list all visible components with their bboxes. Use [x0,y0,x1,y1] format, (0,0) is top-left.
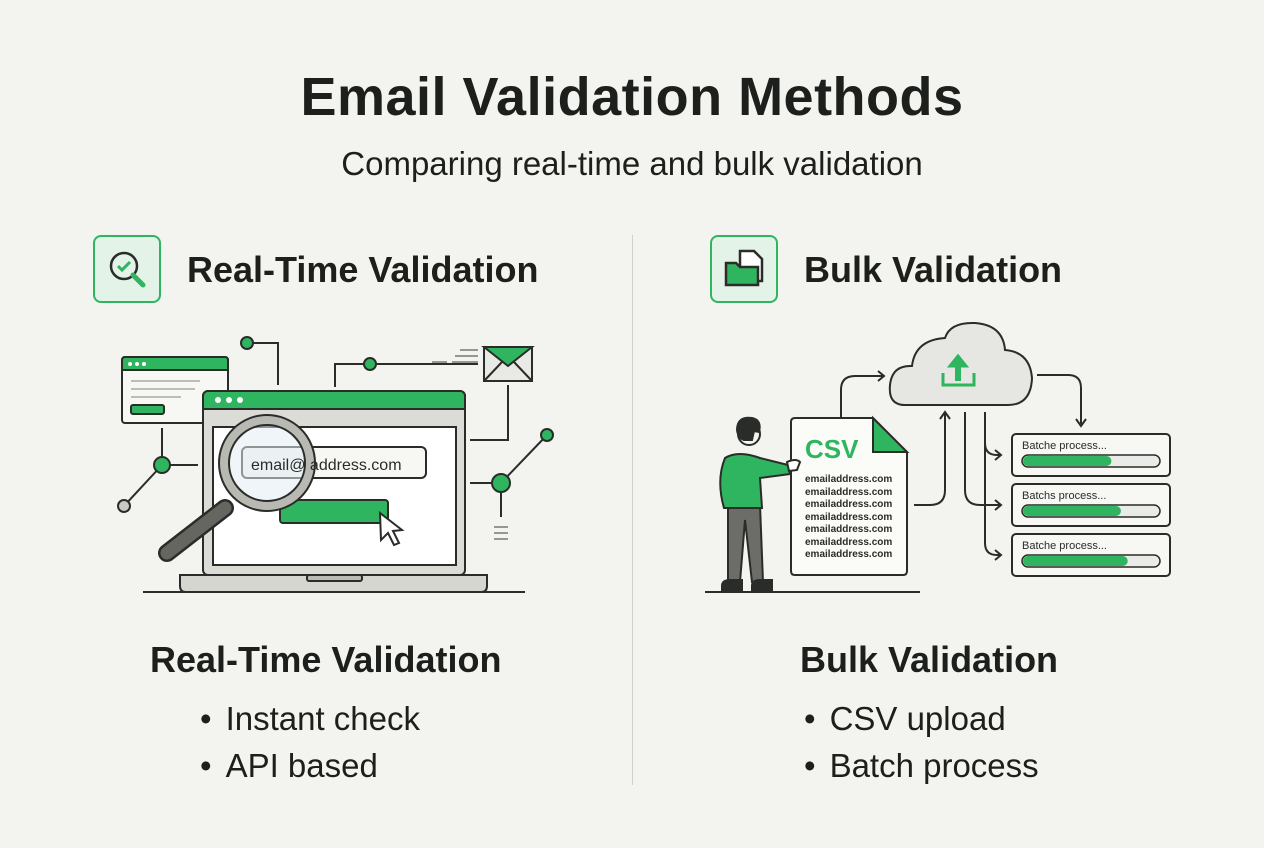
email-row: emailaddress.com [805,487,892,498]
node-icon [240,336,254,350]
laptop [179,390,488,593]
cursor-icon [378,510,405,547]
bulk-heading: Bulk Validation [800,639,1059,680]
email-row: emailaddress.com [805,512,892,523]
email-row: emailaddress.com [805,474,892,485]
csv-document [790,417,908,576]
small-window [121,356,229,424]
submit-button [279,499,389,524]
node-icon [491,473,511,493]
batch-label: Batche process... [1022,440,1107,452]
folder-file-icon [710,235,778,303]
bullet-item: API based [200,742,420,789]
magnifier-check-icon [93,235,161,303]
bullet-item: Batch process [804,742,1039,789]
csv-label: CSV [805,434,859,464]
progress-bar-fill [1023,456,1112,466]
upload-icon [941,353,976,387]
progress-bar-fill [1023,506,1121,516]
batch-label: Batche process... [1022,540,1107,552]
batch-label: Batchs process... [1022,490,1106,502]
node-icon [117,499,131,513]
realtime-heading: Real-Time Validation [150,639,502,680]
node-icon [363,357,377,371]
email-row: emailaddress.com [805,549,892,560]
page-title: Email Validation Methods [300,67,964,127]
progress-bar-fill [1023,556,1128,566]
email-row: emailaddress.com [805,499,892,510]
column-divider [632,235,633,785]
node-icon [153,456,171,474]
bullet-item: Instant check [200,695,420,742]
magnifier-icon [158,414,316,562]
page-subtitle: Comparing real-time and bulk validation [341,145,923,182]
email-row: emailaddress.com [805,537,892,548]
realtime-section-header: Real-Time Validation [187,249,539,290]
email-row: emailaddress.com [805,524,892,535]
realtime-bullets: Instant check API based [200,695,420,789]
person-illustration [719,416,802,592]
bulk-bullets: CSV upload Batch process [804,695,1039,789]
node-icon [540,428,554,442]
email-field-text: email@ address.com [251,457,402,474]
realtime-illustration [117,336,554,593]
bullet-item: CSV upload [804,695,1039,742]
envelope-icon [481,346,535,382]
bulk-section-header: Bulk Validation [804,249,1063,290]
